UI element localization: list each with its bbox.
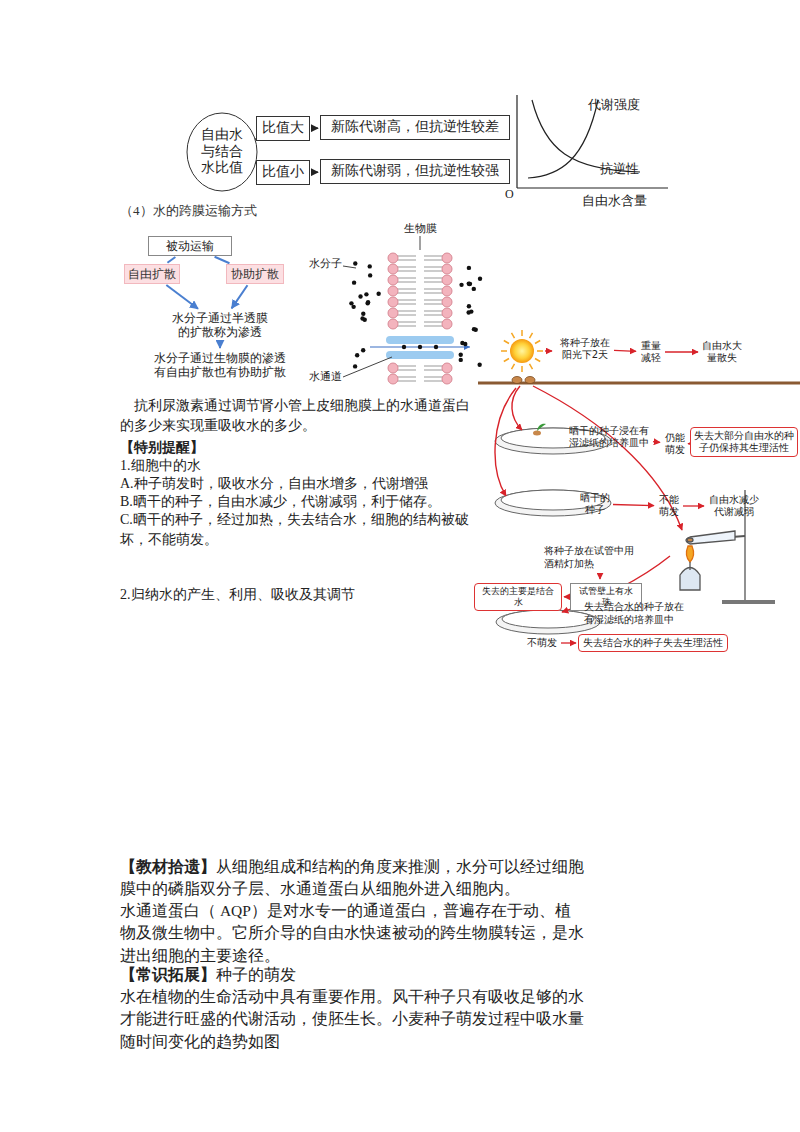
note-text: 将种子放在试管中用酒精灯加热 [544, 545, 636, 570]
flow-text: 水分子通过生物膜的渗透有自由扩散也有协助扩散 [150, 350, 290, 381]
note-text: 水通道蛋白（ AQP）是对水专一的通道蛋白，普遍存在于动、植物及微生物中。它所介… [120, 900, 585, 967]
part-label: 水通道 [309, 370, 342, 384]
note-text: 种子的萌发 [216, 964, 296, 986]
heating-apparatus [680, 490, 775, 602]
connector-arrow [311, 171, 318, 172]
process-box: 失去的主要是结合水 [474, 583, 562, 611]
flow-text: 不萌发 [524, 636, 560, 650]
flow-text: 将种子放在阳光下2天 [557, 336, 613, 362]
process-box: 自由扩散 [124, 264, 180, 284]
connector-arrow [232, 285, 248, 308]
flow-text: 自由水大量散失 [700, 339, 744, 365]
node-text: 不萌发 [527, 637, 557, 649]
node-text: 失去大部分自由水的种子仍保持其生理活性 [694, 430, 794, 454]
process-box: 失去大部分自由水的种子仍保持其生理活性 [690, 427, 798, 457]
sprout-icon [533, 424, 546, 436]
connector-arrow [215, 257, 230, 263]
node-text: 水分子通过半透膜的扩散称为渗透 [169, 311, 271, 340]
part-label: 生物膜 [404, 222, 437, 236]
flow-text: 自由水减少代谢减弱 [706, 493, 762, 519]
flow-text: 仍能萌发 [662, 431, 688, 457]
sun-icon [501, 330, 543, 372]
flow-text: 不能萌发 [656, 493, 682, 519]
node-text: 新陈代谢弱，但抗逆性较强 [331, 163, 499, 180]
note-text: 抗利尿激素通过调节肾小管上皮细胞膜上的水通道蛋白的多少来实现重吸收水的多少。 [120, 396, 470, 437]
node-text: 水分子通过生物膜的渗透有自由扩散也有协助扩散 [151, 351, 289, 380]
node-text: 自由水与结合水比值 [200, 127, 244, 177]
axis-label: 抗逆性 [600, 160, 639, 179]
node-text: 失去的主要是结合水 [478, 586, 558, 608]
line-chart [517, 95, 668, 188]
axis-label: O [505, 186, 514, 203]
connector-arrow [166, 285, 198, 309]
axis-label: 自由水含量 [582, 192, 647, 211]
axis-label: 代谢强度 [588, 96, 640, 115]
node-text: 仍能萌发 [663, 432, 687, 456]
connector-arrow [665, 351, 698, 352]
connector-arrow [613, 504, 654, 505]
note-text: 【特别提醒】 [120, 438, 204, 458]
membrane-figure [343, 236, 482, 384]
node-text: 晒干的种子 [579, 492, 611, 516]
note-text: 【常识拓展】 [120, 964, 216, 986]
flow-text: 重量减轻 [638, 339, 664, 365]
flow-text: 晒干的种子浸在有湿滤纸的培养皿中 [566, 424, 652, 450]
note-text: 【教材拾遗】 [120, 856, 216, 878]
process-box: 比值小 [256, 160, 310, 185]
node-text: 不能萌发 [657, 494, 681, 518]
connector-arrow [167, 257, 175, 263]
note-text: 水在植物的生命活动中具有重要作用。风干种子只有吸收足够的水才能进行旺盛的代谢活动… [120, 986, 585, 1053]
note-text: 2.归纳水的产生、利用、吸收及其调节 [120, 585, 355, 605]
node-text: 将种子放在阳光下2天 [558, 337, 612, 361]
process-box: 新陈代谢高，但抗逆性较差 [320, 115, 510, 140]
process-box: 比值大 [256, 116, 310, 141]
connector-arrow [614, 350, 636, 351]
node-text: 失去结合水的种子失去生理活性 [583, 637, 723, 649]
flow-text: 水分子通过半透膜的扩散称为渗透 [168, 310, 272, 341]
note-text: （4）水的跨膜运输方式 [120, 202, 257, 221]
connector-arrow [653, 441, 660, 443]
node-text: 比值小 [262, 164, 304, 181]
note-text: C.晒干的种子，经过加热，失去结合水，细胞的结构被破坏，不能萌发。 [120, 510, 470, 551]
note-text: B.晒干的种子，自由水减少，代谢减弱，利于储存。 [120, 492, 480, 512]
note-text: 1.细胞中的水 [120, 456, 201, 476]
connector-arrow [564, 596, 569, 597]
process-box: 协助扩散 [226, 264, 284, 284]
connector-arrow [683, 505, 704, 506]
connector-arrow [561, 642, 576, 643]
node-text: 被动运输 [166, 239, 214, 253]
node-text: 比值大 [262, 120, 304, 137]
node-text: 重量减轻 [639, 340, 663, 364]
flow-arrow [495, 351, 682, 612]
process-box: 被动运输 [148, 236, 232, 256]
node-text: 协助扩散 [231, 267, 279, 281]
ratio-ellipse: 自由水与结合水比值 [186, 112, 258, 192]
process-box: 新陈代谢弱，但抗逆性较强 [320, 159, 510, 184]
connector-arrow [219, 342, 221, 348]
note-text: 失去结合水的种子放在有湿滤纸的培养皿中 [584, 601, 688, 626]
node-text: 晒干的种子浸在有湿滤纸的培养皿中 [567, 425, 651, 449]
seed-icon [512, 377, 535, 384]
node-text: 自由扩散 [128, 267, 176, 281]
note-text: A.种子萌发时，吸收水分，自由水增多，代谢增强 [120, 474, 480, 494]
process-box: 失去结合水的种子失去生理活性 [578, 634, 728, 652]
note-text: 从细胞组成和结构的角度来推测，水分可以经过细胞膜中的磷脂双分子层、水通道蛋白从细… [120, 856, 585, 901]
part-label: 水分子 [309, 257, 342, 271]
connector-arrow [311, 127, 318, 128]
node-text: 新陈代谢高，但抗逆性较差 [331, 119, 499, 136]
node-text: 自由水大量散失 [701, 340, 743, 364]
node-text: 自由水减少代谢减弱 [707, 494, 761, 518]
flow-text: 晒干的种子 [578, 491, 612, 517]
